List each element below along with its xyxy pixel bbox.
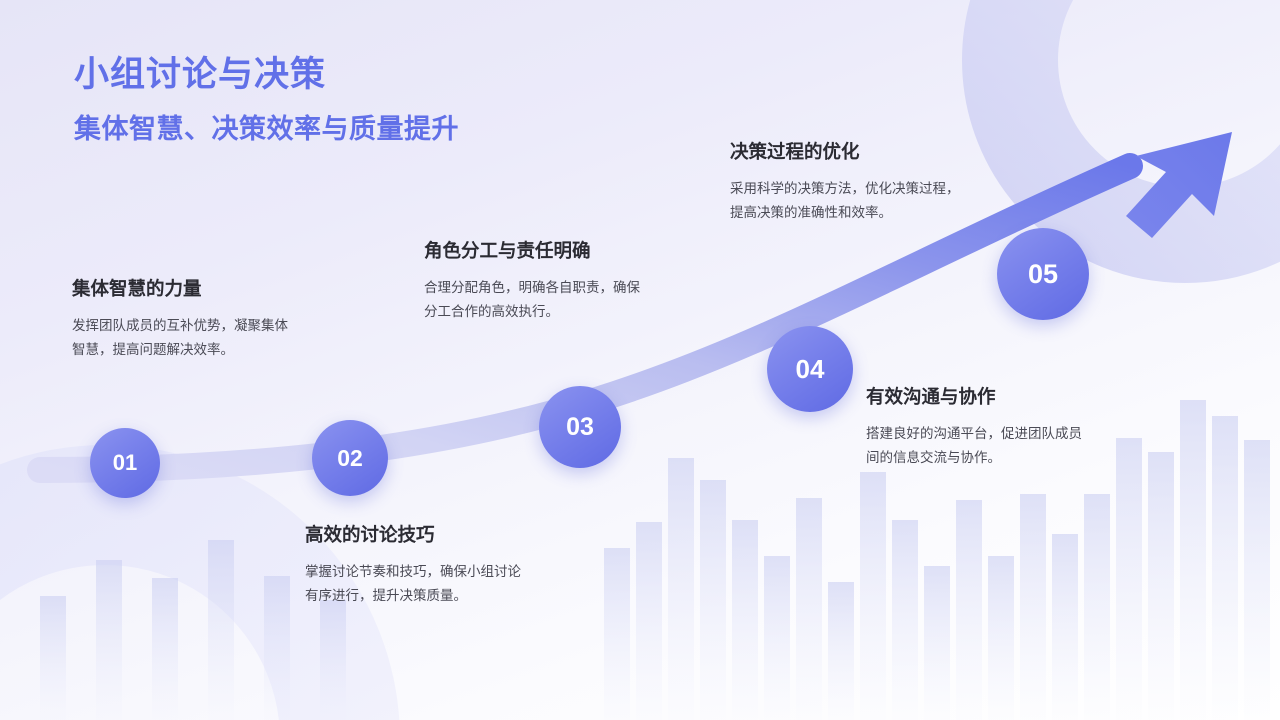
ring-bottom-left [0, 445, 400, 720]
step-number-02: 02 [337, 444, 363, 471]
step-node-02[interactable]: 02 [312, 420, 388, 496]
step-number-01: 01 [112, 450, 138, 475]
page-title: 小组讨论与决策 [74, 55, 327, 94]
ring-top-right [962, 0, 1280, 283]
step-heading-04: 有效沟通与协作 [866, 386, 996, 407]
step-number-05: 05 [1027, 258, 1059, 289]
step-text-04: 有效沟通与协作 搭建良好的沟通平台，促进团队成员 间的信息交流与协作。 [866, 385, 1156, 470]
step-heading-03: 角色分工与责任明确 [424, 240, 591, 261]
step-node-04[interactable]: 04 [767, 326, 853, 412]
step-heading-02: 高效的讨论技巧 [305, 524, 435, 545]
step-heading-05: 决策过程的优化 [730, 141, 860, 162]
step-heading-01: 集体智慧的力量 [72, 278, 202, 299]
step-text-01: 集体智慧的力量 发挥团队成员的互补优势，凝聚集体 智慧，提高问题解决效率。 [72, 277, 362, 362]
page-subtitle: 集体智慧、决策效率与质量提升 [74, 113, 459, 144]
step-node-03[interactable]: 03 [539, 386, 621, 468]
step-number-04: 04 [795, 353, 825, 384]
step-desc-01: 发挥团队成员的互补优势，凝聚集体 智慧，提高问题解决效率。 [72, 317, 288, 357]
step-node-01[interactable]: 01 [90, 428, 160, 498]
step-text-05: 决策过程的优化 采用科学的决策方法，优化决策过程， 提高决策的准确性和效率。 [730, 140, 1030, 225]
step-desc-02: 掌握讨论节奏和技巧，确保小组讨论 有序进行，提升决策质量。 [305, 563, 521, 603]
header-block: 小组讨论与决策 集体智慧、决策效率与质量提升 [74, 52, 459, 147]
step-desc-05: 采用科学的决策方法，优化决策过程， 提高决策的准确性和效率。 [730, 180, 960, 220]
step-text-03: 角色分工与责任明确 合理分配角色，明确各自职责，确保 分工合作的高效执行。 [424, 239, 714, 324]
arrow-head [1126, 132, 1232, 238]
step-text-02: 高效的讨论技巧 掌握讨论节奏和技巧，确保小组讨论 有序进行，提升决策质量。 [305, 523, 595, 608]
step-node-05[interactable]: 05 [997, 228, 1089, 320]
step-desc-04: 搭建良好的沟通平台，促进团队成员 间的信息交流与协作。 [866, 425, 1082, 465]
step-number-03: 03 [566, 412, 594, 441]
step-desc-03: 合理分配角色，明确各自职责，确保 分工合作的高效执行。 [424, 279, 640, 319]
